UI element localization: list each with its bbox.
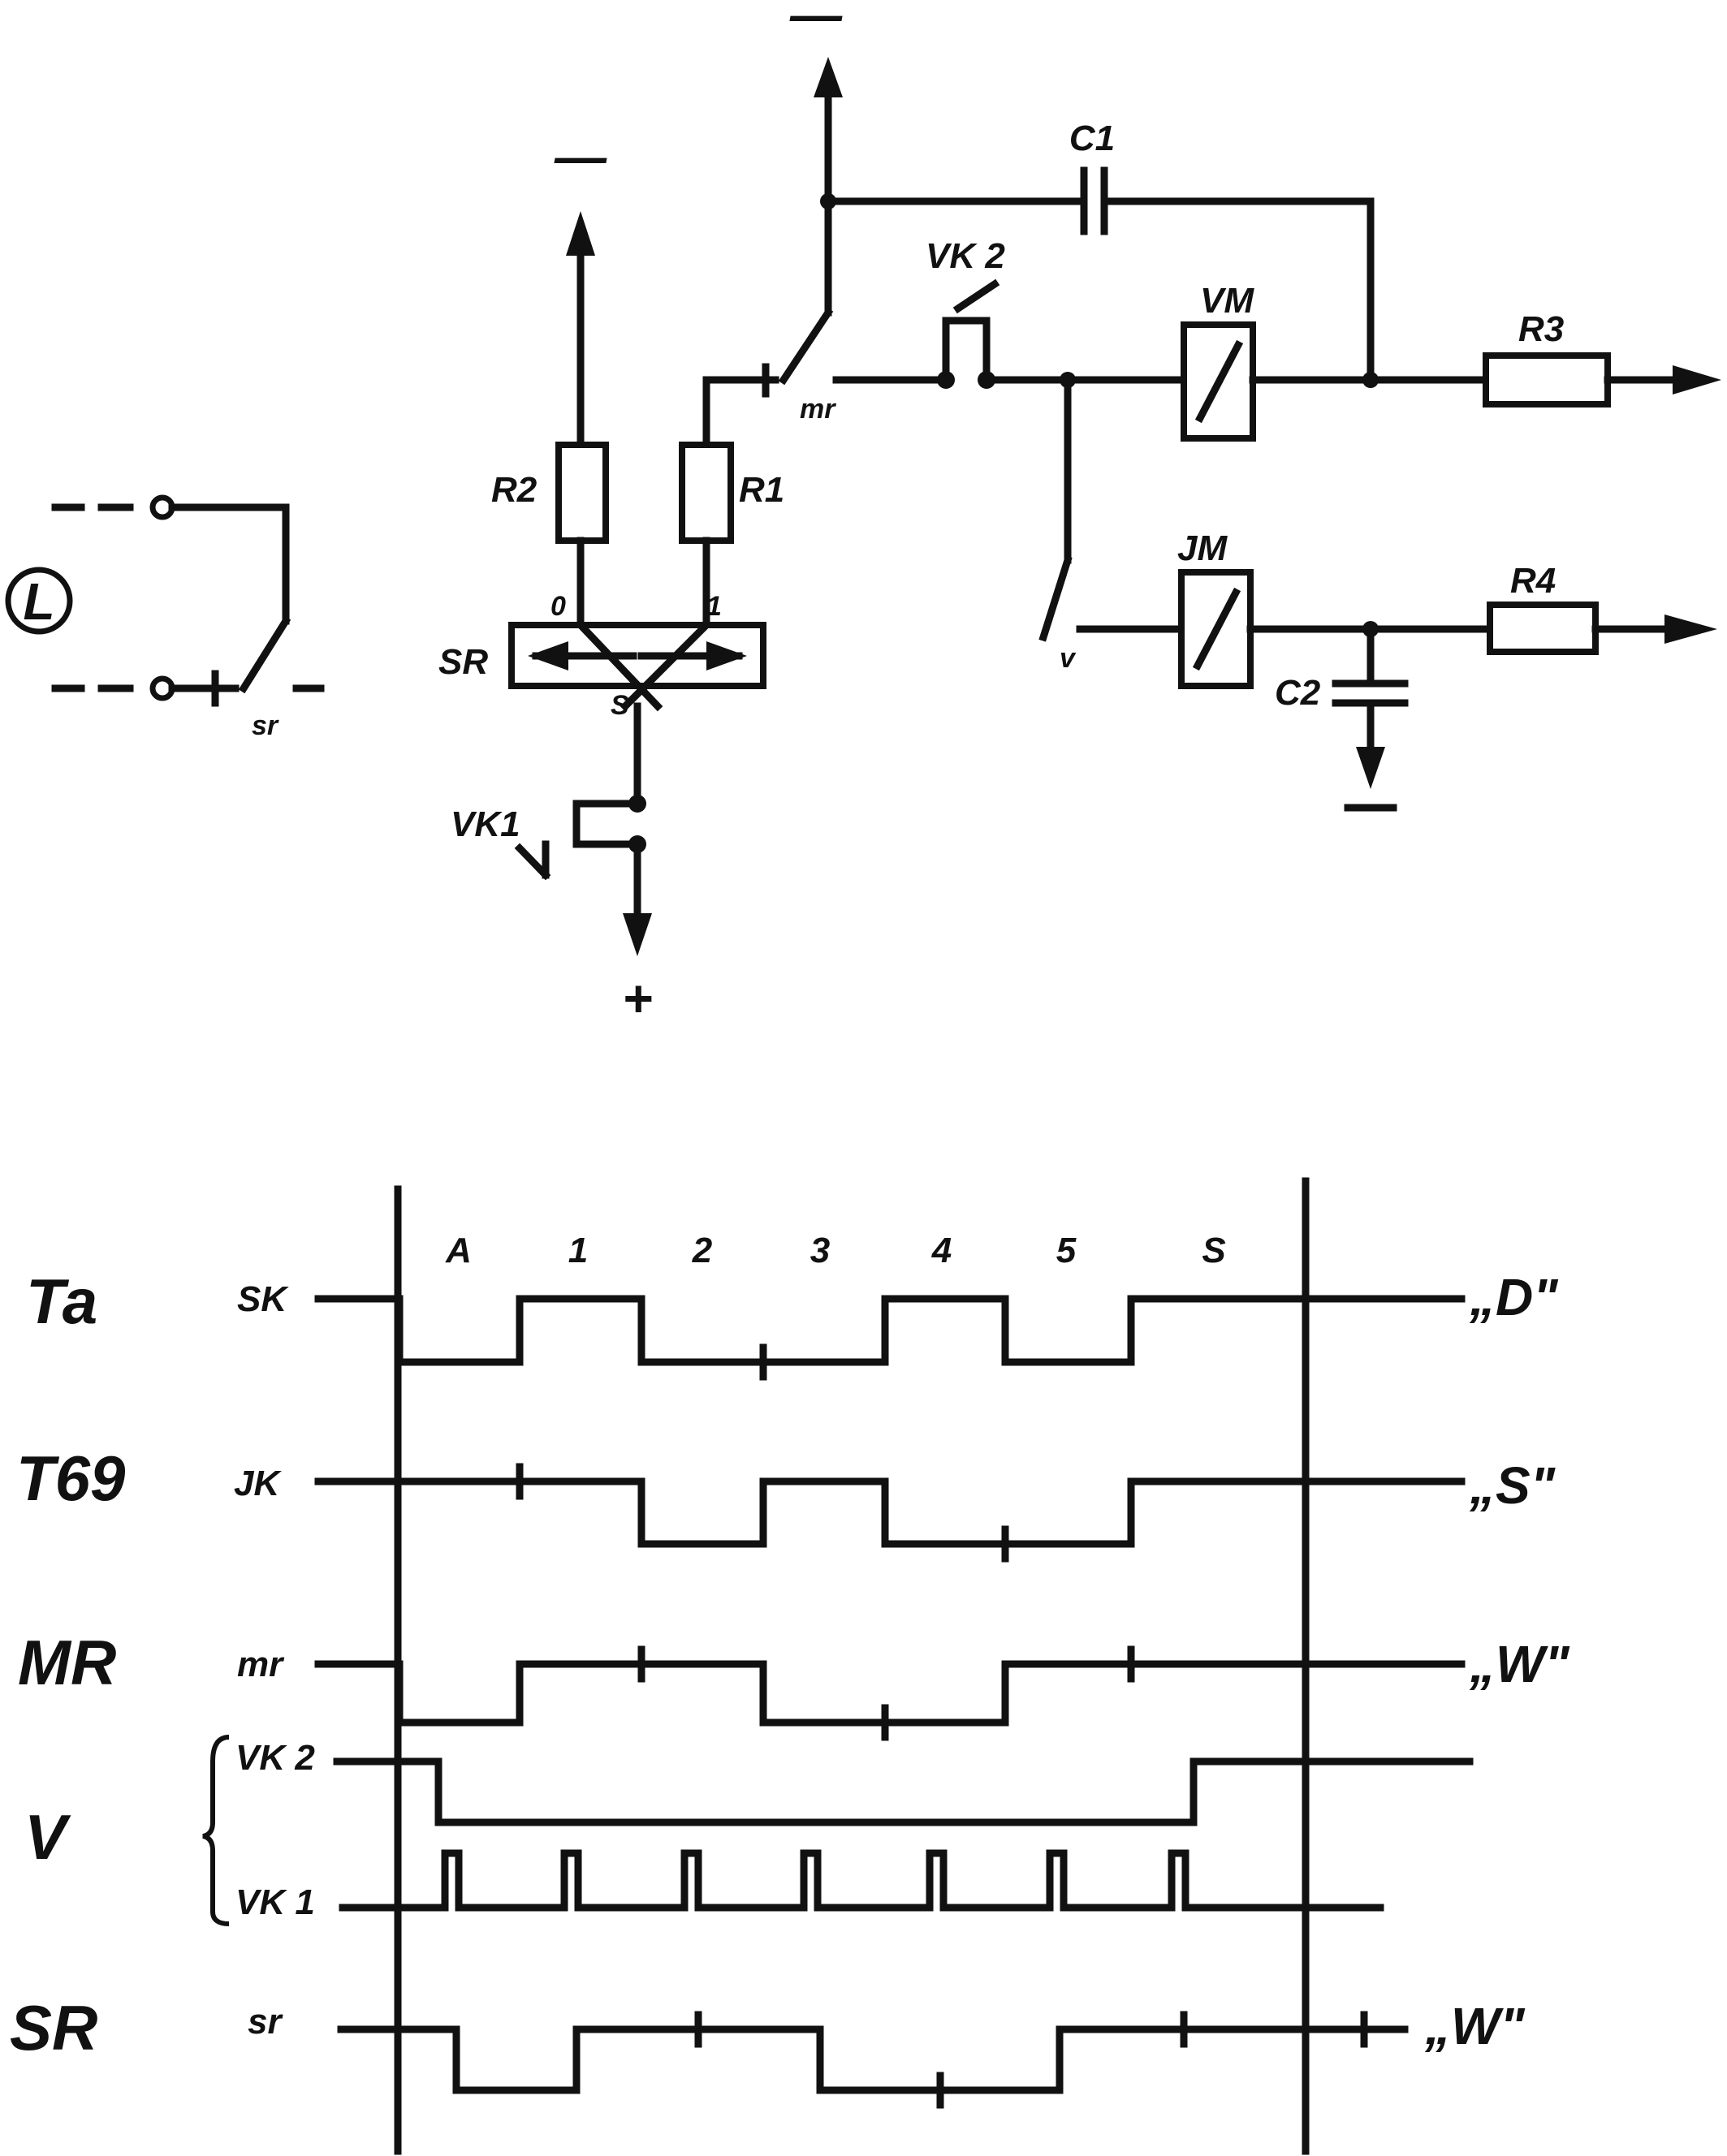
plus-supply-arrow <box>623 913 652 956</box>
v-brace <box>202 1735 230 1926</box>
row-contact-sr: sr <box>248 2002 283 2042</box>
r2-resistor <box>555 442 609 544</box>
supply-minus-left-label: — <box>554 127 607 186</box>
vk2-label: VK 2 <box>926 236 1005 276</box>
c2-label: C2 <box>1275 673 1321 713</box>
row-label-v: V <box>24 1801 71 1873</box>
jm-label: JM <box>1177 528 1228 568</box>
r3-out-arrow <box>1673 365 1721 395</box>
phase-label: 4 <box>931 1231 952 1270</box>
v-contact-label: v <box>1060 643 1077 674</box>
sr-cross-b <box>620 619 712 712</box>
phase-label: 3 <box>810 1231 830 1270</box>
vm-label: VM <box>1200 281 1254 321</box>
row-contact-mr: mr <box>237 1645 285 1684</box>
mr-contact-blade <box>778 307 834 386</box>
phase-label: 5 <box>1056 1231 1077 1270</box>
r4-resistor <box>1487 602 1599 655</box>
r1-resistor <box>679 442 734 544</box>
r3-resistor <box>1483 352 1611 407</box>
c2-down-arrow <box>1356 747 1385 789</box>
sr-contact-label: sr <box>252 710 279 741</box>
phase-label: A <box>445 1231 472 1270</box>
waveform-t69-jk <box>314 1477 1466 1548</box>
mr-contact-label: mr <box>800 394 836 425</box>
supply-minus-top-arrow <box>814 57 843 97</box>
vk2-actuator <box>952 278 1000 314</box>
vk1-actuator <box>514 843 551 881</box>
row-contact-vk1: VK 1 <box>235 1882 315 1922</box>
vk1-label: VK1 <box>451 804 520 844</box>
row-result-w-mr: „W" <box>1469 1635 1569 1693</box>
line-l-label: L <box>23 572 54 631</box>
row-result-s: „S" <box>1469 1456 1556 1515</box>
phase-labels: A 1 2 3 4 5 S <box>445 1231 1226 1270</box>
sr-pin-s: S <box>611 690 629 721</box>
timing-diagram: A 1 2 3 4 5 S Ta SK „D" T69 JK „S" MR mr „W" V… <box>10 1177 1569 2155</box>
sr-contact-blade <box>238 615 291 694</box>
row-contact-vk2: VK 2 <box>235 1738 315 1778</box>
supply-minus-top-label: — <box>789 0 843 44</box>
circuit-schematic: — C1 mr R1 — R2 <box>5 0 1721 1028</box>
phase-label: 2 <box>692 1231 713 1270</box>
waveform-ta-sk <box>314 1295 1466 1366</box>
line-l-symbol <box>5 567 73 635</box>
supply-plus-label: + <box>622 969 652 1028</box>
row-result-d: „D" <box>1469 1268 1558 1326</box>
waveform-vk1 <box>339 1849 1384 1912</box>
row-label-t69: T69 <box>16 1442 126 1514</box>
sr-arrowhead-left <box>528 641 568 671</box>
r2-label: R2 <box>491 470 538 510</box>
jm-coil-slash <box>1192 587 1241 671</box>
r3-label: R3 <box>1518 309 1564 349</box>
waveform-vk2 <box>333 1757 1474 1826</box>
v-contact-blade <box>1038 555 1073 642</box>
r4-label: R4 <box>1510 561 1556 601</box>
vm-coil-slash <box>1194 339 1244 424</box>
row-contact-jk: JK <box>234 1464 282 1503</box>
row-label-mr: MR <box>18 1627 116 1698</box>
waveform-sr <box>337 2025 1409 2094</box>
r4-out-arrow <box>1664 614 1717 644</box>
supply-minus-left-arrow <box>566 211 595 256</box>
c1-vm-junction <box>1362 372 1379 388</box>
sr-cross-a <box>575 619 663 712</box>
waveform-mr <box>314 1660 1466 1727</box>
phase-label: 1 <box>568 1231 588 1270</box>
row-result-w-sr: „W" <box>1424 1997 1525 2055</box>
row-contact-sk: SK <box>237 1279 289 1319</box>
row-label-ta: Ta <box>26 1266 97 1337</box>
sr-arrowhead-right <box>706 641 747 671</box>
sr-pin-0: 0 <box>550 591 566 622</box>
row-label-sr: SR <box>10 1992 97 2063</box>
r1-label: R1 <box>739 470 784 510</box>
c1-label: C1 <box>1069 119 1115 158</box>
phase-label: S <box>1202 1231 1225 1270</box>
sr-pin-1: 1 <box>706 591 722 622</box>
sr-label: SR <box>438 642 488 682</box>
